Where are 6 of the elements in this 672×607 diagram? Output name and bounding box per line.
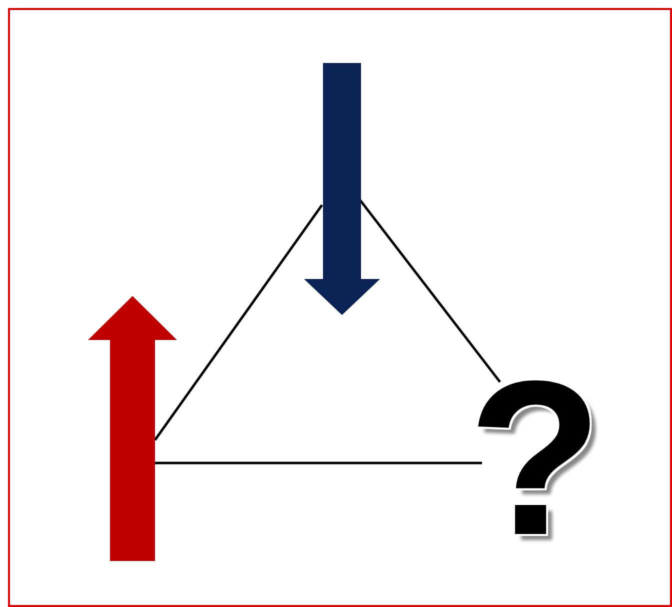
connector-line xyxy=(154,204,324,441)
up-arrow xyxy=(88,296,177,561)
connector-line xyxy=(155,462,482,464)
question-mark: ? xyxy=(468,348,602,568)
down-arrow xyxy=(304,63,380,315)
connector-line xyxy=(359,199,501,383)
